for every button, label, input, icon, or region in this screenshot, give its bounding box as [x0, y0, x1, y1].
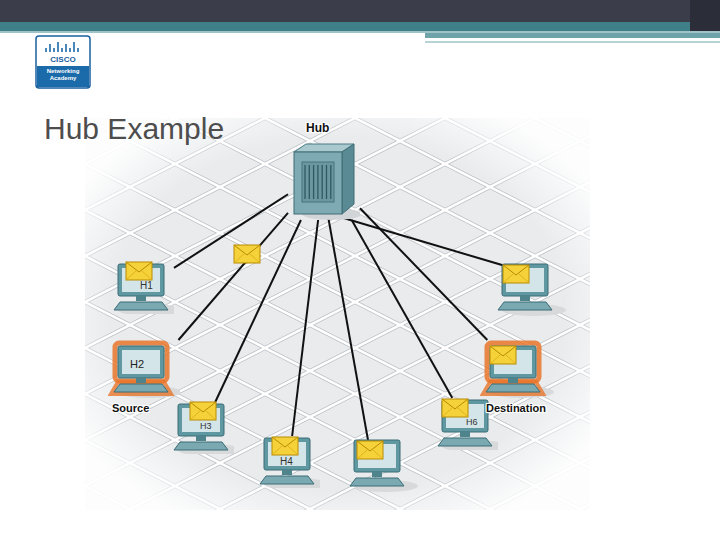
- host-name: H1: [140, 280, 153, 291]
- source-host: H2Source: [108, 340, 180, 420]
- teal-band: [0, 22, 720, 31]
- cable-line: [178, 213, 288, 340]
- unlabelled-host-wires: [328, 214, 512, 440]
- host-computer: H4: [258, 436, 320, 488]
- logo-text: Networking Academy: [38, 68, 88, 82]
- role-label: Destination: [486, 402, 546, 414]
- accent-line: [425, 41, 720, 43]
- device-label: Hub: [306, 122, 329, 135]
- host-computer: H1: [112, 262, 174, 314]
- cable-line: [174, 194, 288, 268]
- frame-envelope: [490, 346, 516, 364]
- network-cable: [174, 194, 288, 268]
- unlabelled-host: [498, 264, 566, 316]
- role-label: Source: [112, 402, 149, 414]
- hub-icon: [288, 122, 360, 220]
- unlabelled-host: [350, 440, 418, 492]
- frame-envelope: [190, 402, 216, 420]
- network-cable: [360, 208, 487, 340]
- frame-envelope: [442, 399, 468, 417]
- host-name: H3: [200, 422, 212, 432]
- frame-envelope: [272, 437, 298, 455]
- logo-text: CISCO: [37, 55, 89, 64]
- cable-line: [292, 220, 318, 436]
- accent-bar: [425, 33, 720, 38]
- slide-title: Hub Example: [44, 112, 224, 146]
- cable-line: [360, 208, 487, 340]
- teal-line: [0, 31, 720, 33]
- network-cable: [352, 220, 453, 398]
- corner-block: [690, 0, 720, 31]
- host-computer: H3: [172, 402, 234, 454]
- network-floor: [85, 118, 590, 510]
- hub-device: Hub: [288, 122, 360, 220]
- cable-line: [215, 220, 301, 402]
- frame-envelope: [503, 265, 529, 283]
- host-name: H2: [130, 358, 144, 370]
- frame-envelope: [234, 245, 260, 263]
- cisco-logo: [36, 36, 90, 88]
- network-cable: [292, 220, 318, 436]
- network-cable: [215, 220, 301, 402]
- destination-host: Destination: [480, 340, 572, 420]
- top-bar: [0, 0, 720, 22]
- host-name: H6: [466, 418, 478, 428]
- host-name: H4: [280, 456, 293, 467]
- cable-line: [352, 220, 453, 398]
- network-cable: [178, 213, 288, 340]
- frame-envelope: [126, 262, 152, 280]
- frame-envelope: [357, 441, 383, 459]
